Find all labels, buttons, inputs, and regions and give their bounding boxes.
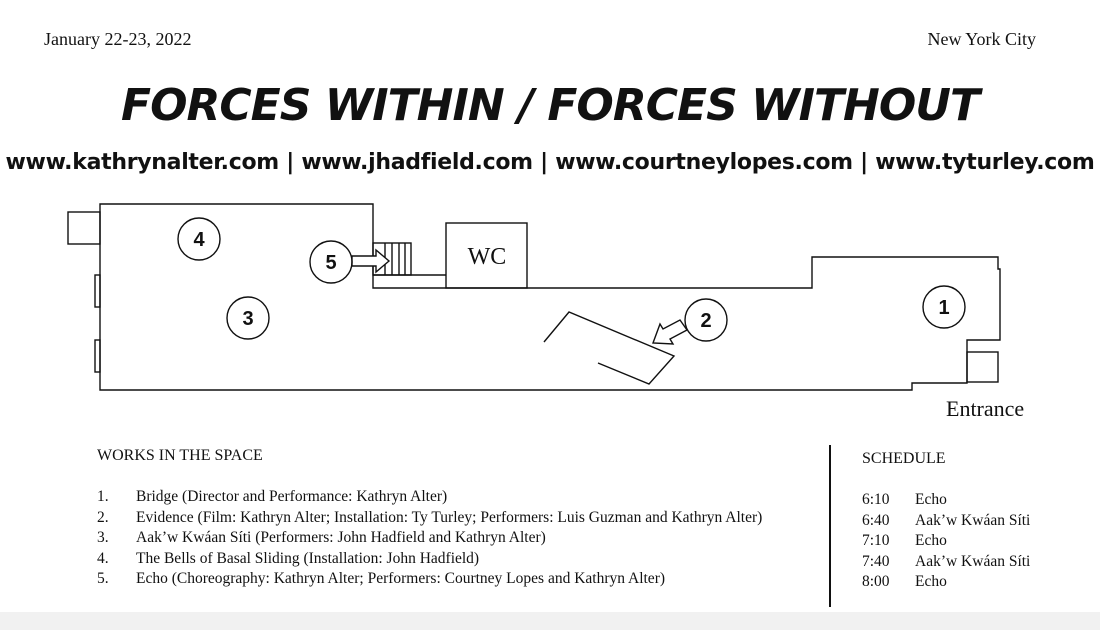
- schedule-work: Aak’w Kwáan Síti: [915, 511, 1031, 529]
- work-item: 1. Bridge (Director and Performance: Kat…: [97, 487, 837, 508]
- work-text: The Bells of Basal Sliding (Installation…: [136, 549, 480, 567]
- schedule-item: 6:40 Aak’w Kwáan Síti: [862, 511, 1082, 532]
- works-heading: WORKS IN THE SPACE: [97, 447, 263, 464]
- marker-3-label: 3: [242, 308, 253, 330]
- works-list: 1. Bridge (Director and Performance: Kat…: [97, 487, 837, 590]
- page-title: FORCES WITHIN / FORCES WITHOUT: [121, 80, 980, 131]
- work-text: Evidence (Film: Kathryn Alter; Installat…: [136, 508, 763, 526]
- floor-plan: 4 3 5 2 1 WC: [67, 203, 1001, 391]
- schedule-work: Aak’w Kwáan Síti: [915, 552, 1031, 570]
- schedule-time: 7:40: [862, 552, 890, 570]
- marker-2-circle: [684, 298, 728, 342]
- schedule-time: 7:10: [862, 532, 890, 549]
- schedule-item: 7:40 Aak’w Kwáan Síti: [862, 552, 1082, 573]
- schedule-time: 6:40: [862, 511, 890, 529]
- work-item: 3. Aak’w Kwáan Síti (Performers: John Ha…: [97, 528, 837, 549]
- schedule-item: 6:10 Echo: [862, 490, 1082, 511]
- left-window-upper: [94, 274, 101, 308]
- marker-5-circle: [309, 240, 353, 284]
- entrance-box: [966, 351, 999, 383]
- work-number: 3.: [97, 529, 109, 546]
- work-text: Echo (Choreography: Kathryn Alter; Perfo…: [136, 570, 666, 587]
- wc-room: [445, 222, 528, 289]
- work-number: 4.: [97, 549, 109, 567]
- work-number: 5.: [97, 570, 109, 587]
- work-number: 1.: [97, 488, 109, 505]
- schedule-item: 7:10 Echo: [862, 531, 1082, 552]
- left-window-lower: [94, 339, 101, 373]
- schedule-time: 8:00: [862, 573, 890, 590]
- marker-3-circle: [226, 296, 270, 340]
- work-text: Aak’w Kwáan Síti (Performers: John Hadfi…: [136, 529, 546, 546]
- marker-5-label: 5: [325, 252, 336, 274]
- schedule-item: 8:00 Echo: [862, 572, 1082, 593]
- footer-bar: [0, 612, 1100, 630]
- schedule-work: Echo: [915, 532, 947, 549]
- work-item: 4. The Bells of Basal Sliding (Installat…: [97, 549, 837, 570]
- work-text: Bridge (Director and Performance: Kathry…: [136, 488, 448, 505]
- entrance-label: Entrance: [946, 396, 1025, 421]
- marker-4-circle: [177, 217, 221, 261]
- wc-label: WC: [468, 244, 507, 270]
- marker-1-circle: [922, 285, 966, 329]
- marker-1-label: 1: [938, 297, 949, 319]
- schedule-work: Echo: [915, 491, 947, 508]
- event-city: New York City: [927, 29, 1036, 49]
- stairs-arrow-icon: [351, 248, 391, 274]
- schedule-list: 6:10 Echo 6:40 Aak’w Kwáan Síti 7:10 Ech…: [862, 490, 1082, 593]
- marker-2-label: 2: [700, 310, 711, 332]
- work-item: 5. Echo (Choreography: Kathryn Alter; Pe…: [97, 569, 837, 590]
- schedule-time: 6:10: [862, 491, 890, 508]
- work-number: 2.: [97, 508, 109, 526]
- artist-websites: www.kathrynalter.com | www.jhadfield.com…: [5, 150, 1095, 175]
- schedule-heading: SCHEDULE: [862, 450, 946, 467]
- marker-4-label: 4: [193, 229, 205, 251]
- left-door-box: [67, 211, 101, 245]
- installation-screen: [543, 311, 676, 385]
- installation-arrow-icon: [652, 319, 689, 345]
- schedule-work: Echo: [915, 573, 947, 590]
- work-item: 2. Evidence (Film: Kathryn Alter; Instal…: [97, 508, 837, 529]
- floor-plan-outline: [99, 203, 1001, 391]
- event-date: January 22-23, 2022: [44, 29, 192, 49]
- column-divider: [829, 445, 831, 607]
